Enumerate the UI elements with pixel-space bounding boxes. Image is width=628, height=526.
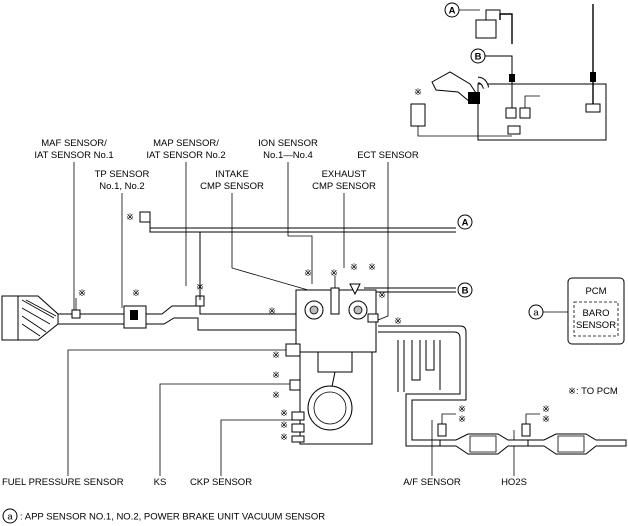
map-sensor-label-line2: IAT SENSOR No.2	[146, 150, 225, 161]
fuel-pressure-connector-mark: ※	[272, 350, 280, 361]
air-cleaner-left	[1, 295, 19, 341]
ect-connector-mark-2: ※	[394, 316, 402, 327]
to-pcm-legend: ※: TO PCM	[568, 386, 618, 397]
intake-cmp-connector-mark: ※	[268, 306, 276, 317]
sensor-labels: MAF SENSOR/ IAT SENSOR No.1 MAP SENSOR/ …	[2, 138, 618, 488]
ect-connector-mark: ※	[378, 290, 386, 301]
fuel-pressure-sensor-label: FUEL PRESSURE SENSOR	[2, 477, 124, 488]
catalytic-converter-1	[439, 433, 529, 455]
exhaust-system: ※ ※ ※ ※	[378, 325, 627, 455]
ho2s-sensor	[521, 423, 531, 437]
ckp-connector-mark-2: ※	[280, 420, 288, 431]
baro-sensor-label-line1: BARO	[583, 308, 610, 319]
baro-sensor-label-line2: SENSOR	[576, 320, 616, 331]
inset-callout-b: B	[475, 52, 482, 63]
footnote-callout-circle	[2, 508, 18, 524]
af-connector-mark-1: ※	[458, 404, 466, 415]
ckp-sensor-label: CKP SENSOR	[190, 477, 252, 488]
inset-callout-a: A	[449, 6, 456, 17]
ion-connector-mark-2: ※	[330, 268, 338, 279]
exhaust-cmp-connector-mark-2: ※	[368, 262, 376, 273]
tp-connector-mark: ※	[132, 288, 140, 299]
intake-system: ※ ※ ※ ※	[1, 211, 456, 341]
knock-sensor	[289, 379, 301, 391]
pcm-box	[567, 277, 625, 345]
exhaust-cmp-label-line1: EXHAUST	[322, 169, 367, 180]
footnote-text: : APP SENSOR NO.1, NO.2, POWER BRAKE UNI…	[20, 512, 325, 523]
ckp-connector-mark-3: ※	[280, 432, 288, 443]
callout-b: B	[462, 286, 469, 297]
tp-sensor-label-line1: TP SENSOR	[95, 169, 150, 180]
pcm-callout-a: a	[533, 308, 539, 319]
footnote: a : APP SENSOR NO.1, NO.2, POWER BRAKE U…	[2, 508, 325, 524]
ect-sensor-label: ECT SENSOR	[357, 150, 419, 161]
ion-sensor-label-line2: No.1—No.4	[263, 150, 313, 161]
exhaust-cmp-connector-mark: ※	[350, 262, 358, 273]
ect-sensor	[367, 313, 379, 323]
air-cleaner-body	[17, 295, 59, 341]
block-connector-mark: ※	[272, 390, 280, 401]
af-sensor-label: A/F SENSOR	[403, 477, 461, 488]
ho2s-connector-mark-1: ※	[542, 404, 550, 415]
callout-a: A	[462, 218, 469, 229]
callout-b-circle	[457, 282, 473, 298]
engine-block: ※ ※ ※ ※ ※ ※ ※ ※ ※ ※ ※ ※ ※	[268, 262, 402, 445]
intake-cmp-label-line2: CMP SENSOR	[200, 181, 264, 192]
callouts: A B	[457, 214, 473, 298]
leader-lines	[67, 162, 515, 476]
maf-connector-mark: ※	[78, 288, 86, 299]
inset-connector-mark: ※	[414, 87, 422, 98]
ion-connector-mark-1: ※	[304, 268, 312, 279]
ignition-coil	[330, 287, 340, 315]
exhaust-cmp-label-line2: CMP SENSOR	[312, 181, 376, 192]
af-connector-mark-2: ※	[458, 414, 466, 425]
inset-detail: A B ※	[410, 2, 607, 141]
ho2s-label: HO2S	[501, 477, 527, 488]
ion-sensor-label-line1: ION SENSOR	[258, 138, 318, 149]
ho2s-connector-mark-2: ※	[542, 414, 550, 425]
knock-sensor-label: KS	[154, 477, 167, 488]
catalytic-converter-2	[527, 433, 627, 455]
intake-cmp-label-line1: INTAKE	[215, 169, 249, 180]
ks-connector-mark: ※	[272, 370, 280, 381]
pcm-module: PCM BARO SENSOR a	[528, 277, 625, 345]
inset-sensor-a	[475, 19, 497, 39]
af-sensor	[437, 423, 447, 437]
ckp-connector-mark-1: ※	[280, 408, 288, 419]
piston	[317, 351, 353, 373]
fuel-pressure-sensor	[285, 343, 301, 357]
vacuum-connector-mark: ※	[126, 212, 134, 223]
maf-sensor-label-line2: IAT SENSOR No.1	[34, 150, 113, 161]
footnote-callout: a	[7, 512, 13, 523]
crankshaft	[307, 385, 353, 431]
tp-sensor-label-line2: No.1, No.2	[99, 181, 144, 192]
callout-a-circle	[457, 214, 473, 230]
maf-sensor-label-line1: MAF SENSOR/	[41, 138, 107, 149]
map-sensor-label-line1: MAP SENSOR/	[153, 138, 219, 149]
ckp-sensor	[291, 411, 305, 421]
pcm-label: PCM	[585, 286, 606, 297]
